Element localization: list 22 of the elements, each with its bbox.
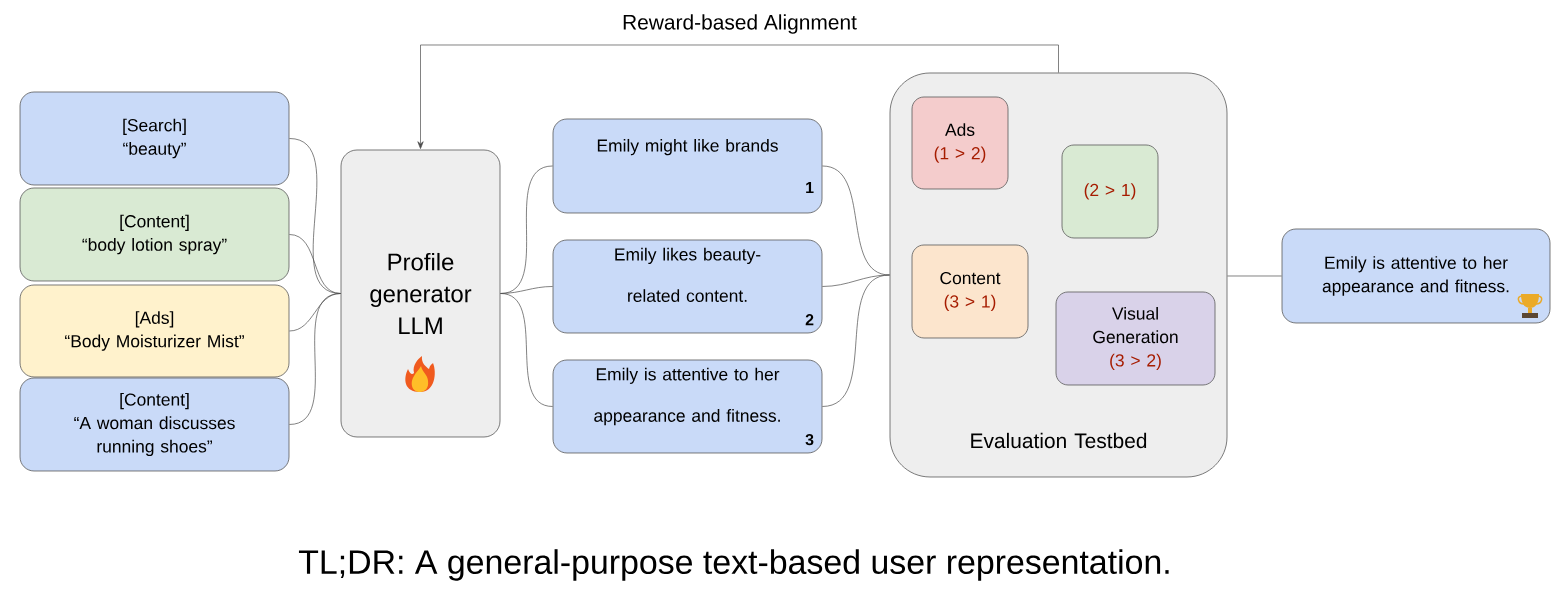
profile-box: Emily likes beauty-related content. 2 — [552, 239, 823, 334]
connector — [822, 274, 890, 407]
task-box: (2 > 1) — [1061, 144, 1159, 239]
connector — [1227, 275, 1282, 277]
input-box: [Content] “body lotion spray” — [19, 187, 290, 282]
caption: TL;DR: A general-purpose text-based user representation. — [298, 549, 1169, 581]
model-box: Profile generator LLM — [340, 149, 501, 438]
task-box: Content (3 > 1) — [911, 244, 1029, 339]
profile-box: Emily is attentive to her appearance and fitness. 3 — [552, 359, 823, 454]
task-box: Visual Generation (3 > 2) — [1055, 291, 1216, 386]
edge-label: Reward-based Alignment — [623, 14, 857, 34]
profile-box: Emily might like brands 1 — [552, 118, 823, 214]
task-box: Ads (1 > 2) — [911, 96, 1009, 190]
input-box: [Search] “beauty” — [19, 91, 290, 186]
connector — [500, 293, 553, 407]
output-box: Emily is attentive to her appearance and fitness. — [1281, 228, 1551, 324]
input-box: [Ads] “Body Moisturizer Mist” — [19, 284, 290, 378]
connector — [417, 44, 1059, 149]
connector — [822, 274, 890, 287]
connector — [289, 234, 341, 294]
input-box: [Content] “A woman discusses running shoes” — [19, 377, 290, 472]
connector — [289, 293, 341, 425]
